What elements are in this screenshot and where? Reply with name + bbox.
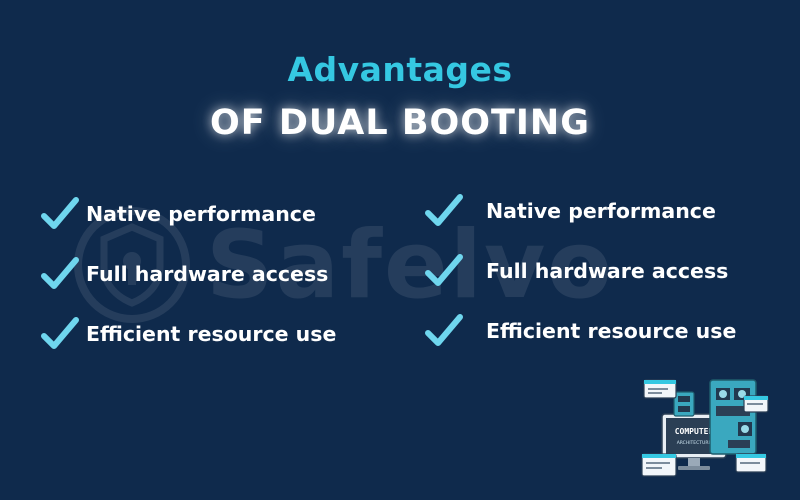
list-item-label: Native performance (86, 202, 316, 226)
list-item: Full hardware access (424, 251, 736, 291)
list-item-label: Efficient resource use (486, 319, 737, 343)
list-item-label: Full hardware access (486, 259, 729, 283)
list-item: Native performance (424, 191, 736, 231)
checkmark-icon (41, 197, 79, 229)
checkmark-icon (41, 317, 79, 349)
checkmark-icon (425, 314, 463, 346)
list-item-label: Native performance (486, 199, 716, 223)
list-item: Efficient resource use (424, 311, 736, 351)
illustration-line2: ARCHITECTURE (677, 440, 712, 446)
checkmark-icon (425, 194, 463, 226)
checkmark-icon (425, 254, 463, 286)
advantages-list-right: Native performance Full hardware access … (424, 191, 736, 371)
computer-architecture-illustration: COMPUTER ARCHITECTURE (641, 379, 769, 477)
list-item: Efficient resource use (40, 314, 336, 354)
title-advantages: Advantages (287, 50, 513, 89)
title-dual-booting: OF DUAL BOOTING (210, 103, 590, 143)
list-item: Native performance (40, 194, 336, 234)
advantages-list-left: Native performance Full hardware access … (40, 194, 336, 374)
illustration-line1: COMPUTER (675, 427, 714, 436)
checkmark-icon (41, 257, 79, 289)
list-item-label: Efficient resource use (86, 322, 337, 346)
list-item-label: Full hardware access (86, 262, 329, 286)
list-item: Full hardware access (40, 254, 336, 294)
